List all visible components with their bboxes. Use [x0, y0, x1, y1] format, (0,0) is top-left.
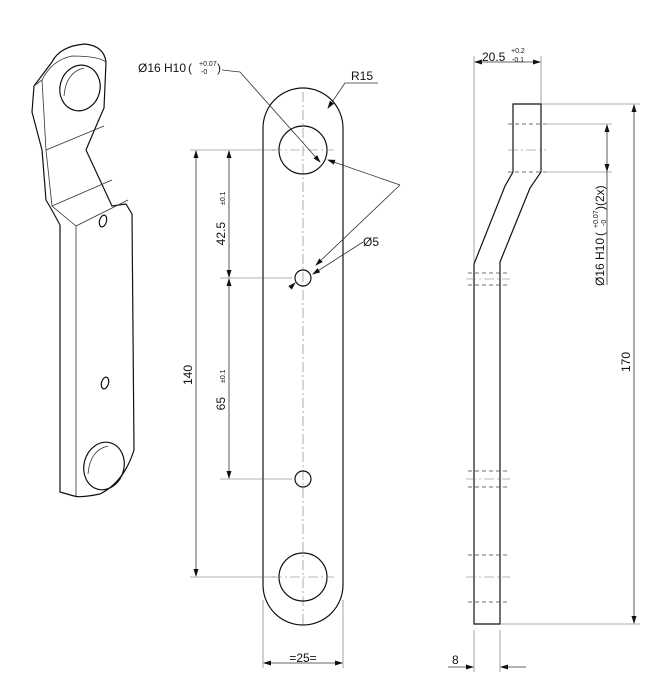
- svg-text:Ø16 H10(: Ø16 H10(: [593, 232, 607, 286]
- label-offset-side: 20.5: [482, 50, 506, 64]
- label-bore-front: Ø16 H10(: [138, 61, 192, 75]
- label-bore-side-count: (2x): [593, 185, 607, 206]
- iso-bore-bottom: [83, 441, 125, 491]
- label-width: =25=: [289, 651, 316, 665]
- label-radius: R15: [351, 69, 373, 83]
- label-offset-side-tol-lower: -0.1: [512, 57, 524, 64]
- svg-text:)(2x): )(2x): [593, 185, 607, 210]
- iso-small-hole-2: [100, 376, 110, 390]
- label-bore-side: Ø16 H10( +0.07 -0 )(2x): [593, 185, 608, 286]
- leader-bore-front: [221, 69, 321, 163]
- front-outline: [262, 87, 344, 626]
- iso-fold-line-2: [51, 179, 113, 207]
- iso-outline-front: [31, 43, 135, 498]
- label-overall-side: 170: [619, 352, 633, 372]
- front-view: Ø16 H10( +0.07 -0 ) R15 Ø5 140 42.5 ±0.1…: [138, 61, 401, 668]
- label-spacing-upper-tol: ±0.1: [220, 191, 227, 205]
- label-spacing-lower: 65: [214, 397, 228, 411]
- iso-side-face: [75, 199, 129, 227]
- label-spacing-lower-tol: ±0.1: [220, 369, 227, 383]
- iso-bore-top-inner: [63, 67, 85, 97]
- label-dia5: Ø5: [363, 235, 379, 249]
- side-view: 20.5 +0.2 -0.1 Ø16 H10( +0.07 -0 )(2x) 1…: [448, 48, 640, 672]
- iso-bore-bottom-inner: [87, 445, 109, 475]
- label-bore-front-tol-lower: -0: [201, 69, 207, 76]
- label-thickness: 8: [452, 653, 459, 667]
- isometric-view: [31, 43, 135, 498]
- front-small-hole-1: [294, 269, 312, 287]
- label-bore-side-tol-upper: +0.07: [593, 210, 600, 228]
- label-spacing-upper: 42.5: [214, 222, 228, 246]
- iso-small-hole-1: [98, 214, 108, 228]
- leader-hole-b: [315, 184, 401, 266]
- iso-top-face: [33, 55, 107, 87]
- label-overall-front: 140: [181, 365, 195, 385]
- iso-bore-top: [59, 64, 101, 112]
- label-bore-front-close: ): [217, 61, 221, 75]
- leader-dia5-tail: [288, 282, 296, 290]
- label-bore-side-base: Ø16 H10: [593, 238, 607, 286]
- side-outline: [473, 103, 542, 625]
- iso-edge-line: [41, 79, 77, 496]
- label-bore-side-tol-lower: -0: [601, 220, 608, 226]
- label-offset-side-tol-upper: +0.2: [511, 48, 525, 55]
- leader-hole-a: [327, 159, 401, 186]
- label-bore-front-tol-upper: +0.07: [199, 61, 217, 68]
- leader-dia5: [312, 241, 364, 275]
- leader-radius: [327, 82, 378, 109]
- iso-fold-line-1: [45, 125, 105, 151]
- front-small-hole-2: [294, 470, 312, 488]
